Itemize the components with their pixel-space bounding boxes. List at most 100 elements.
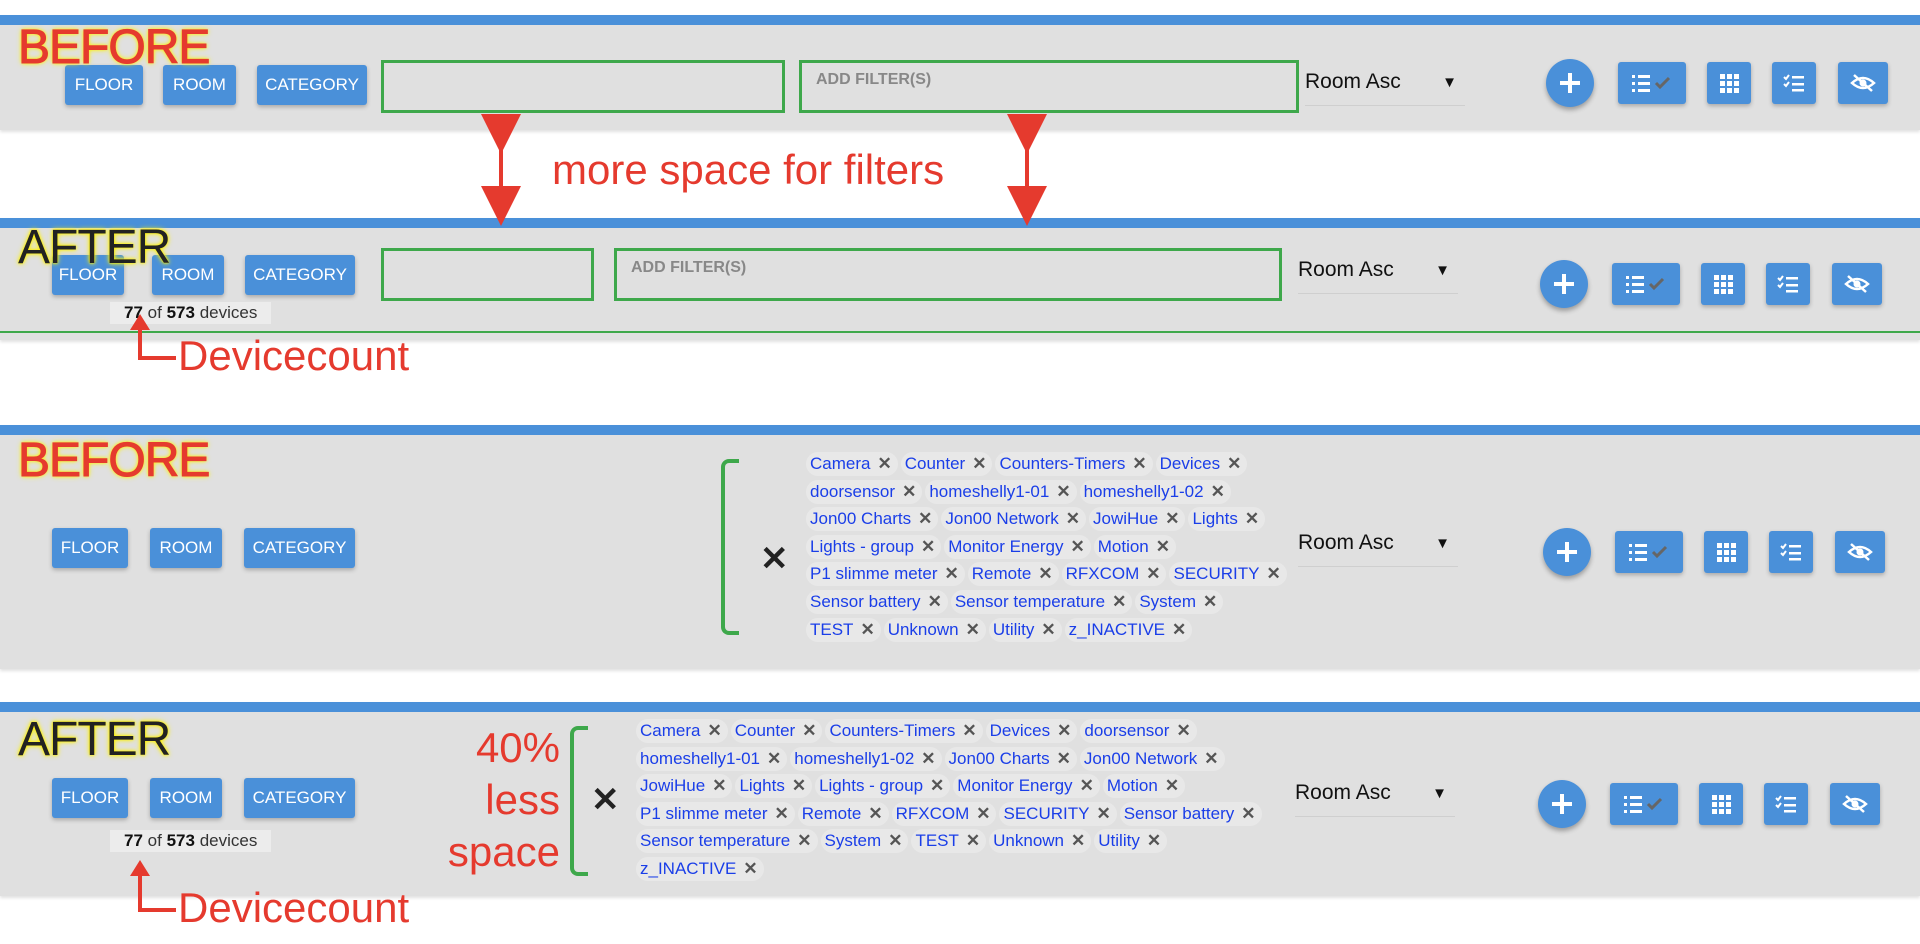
room-button[interactable]: ROOM <box>150 778 222 818</box>
filter-chip[interactable]: P1 slimme meter✕ <box>806 562 965 587</box>
filter-chip[interactable]: Sensor battery✕ <box>806 589 948 614</box>
filter-chip[interactable]: RFXCOM✕ <box>1061 562 1167 587</box>
remove-icon[interactable]: ✕ <box>1146 831 1162 851</box>
remove-icon[interactable]: ✕ <box>944 564 959 584</box>
filter-chip[interactable]: SECURITY✕ <box>1169 562 1287 587</box>
sort-select[interactable]: Room Asc ▼ <box>1298 247 1458 294</box>
filter-chip[interactable]: RFXCOM✕ <box>891 801 997 826</box>
remove-icon[interactable]: ✕ <box>930 776 945 796</box>
list-view-button[interactable] <box>1615 531 1683 573</box>
remove-icon[interactable]: ✕ <box>1172 619 1187 639</box>
add-button[interactable] <box>1540 260 1588 308</box>
remove-icon[interactable]: ✕ <box>1164 776 1180 796</box>
remove-icon[interactable]: ✕ <box>1096 803 1111 823</box>
clear-filters-icon[interactable]: ✕ <box>591 781 620 819</box>
remove-icon[interactable]: ✕ <box>1056 481 1071 501</box>
filter-chip[interactable]: JowiHue✕ <box>1089 507 1186 532</box>
sort-select[interactable]: Room Asc ▼ <box>1298 520 1458 567</box>
remove-icon[interactable]: ✕ <box>1070 536 1085 556</box>
filter-chip[interactable]: P1 slimme meter✕ <box>636 801 795 826</box>
filter-chip[interactable]: Remote✕ <box>967 562 1059 587</box>
filter-chip[interactable]: TEST✕ <box>911 829 987 854</box>
room-button[interactable]: ROOM <box>152 255 224 295</box>
remove-icon[interactable]: ✕ <box>902 481 917 501</box>
remove-icon[interactable]: ✕ <box>1056 748 1071 768</box>
remove-icon[interactable]: ✕ <box>774 803 789 823</box>
remove-icon[interactable]: ✕ <box>712 776 727 796</box>
remove-icon[interactable]: ✕ <box>921 748 936 768</box>
remove-icon[interactable]: ✕ <box>707 721 722 740</box>
remove-icon[interactable]: ✕ <box>743 858 758 878</box>
filter-chip[interactable]: Sensor temperature✕ <box>636 829 818 854</box>
filter-chip[interactable]: Lights - group✕ <box>815 774 951 799</box>
filter-chip[interactable]: Jon00 Network✕ <box>1079 746 1225 771</box>
remove-icon[interactable]: ✕ <box>1266 564 1281 584</box>
filter-chip[interactable]: Lights✕ <box>735 774 813 799</box>
remove-icon[interactable]: ✕ <box>965 831 981 851</box>
filter-chip[interactable]: TEST✕ <box>806 617 881 642</box>
filter-chip[interactable]: Counters-Timers✕ <box>995 452 1153 476</box>
remove-icon[interactable]: ✕ <box>1112 591 1127 611</box>
filter-chip[interactable]: homeshelly1-02✕ <box>790 746 942 771</box>
remove-icon[interactable]: ✕ <box>972 454 987 473</box>
remove-icon[interactable]: ✕ <box>920 536 936 556</box>
remove-icon[interactable]: ✕ <box>767 748 782 768</box>
filter-chip[interactable]: Unknown✕ <box>989 829 1092 854</box>
filter-chip[interactable]: doorsensor✕ <box>1080 719 1197 743</box>
category-button[interactable]: CATEGORY <box>244 778 355 818</box>
filter-chip[interactable]: Monitor Energy✕ <box>953 774 1100 799</box>
filter-chip[interactable]: homeshelly1-02✕ <box>1079 479 1231 504</box>
filter-chip[interactable]: Sensor temperature✕ <box>950 589 1133 614</box>
list-view-button[interactable] <box>1610 783 1678 825</box>
filter-chip[interactable]: Lights✕ <box>1188 507 1266 532</box>
checklist-button[interactable] <box>1772 62 1816 104</box>
add-filter-input[interactable]: ADD FILTER(S) <box>614 248 1282 301</box>
filter-chip[interactable]: SECURITY✕ <box>999 801 1117 826</box>
grid-view-button[interactable] <box>1701 263 1745 305</box>
sort-select[interactable]: Room Asc ▼ <box>1295 770 1455 817</box>
remove-icon[interactable]: ✕ <box>1176 721 1191 740</box>
checklist-button[interactable] <box>1769 531 1813 573</box>
category-button[interactable]: CATEGORY <box>257 65 367 105</box>
filter-chip[interactable]: homeshelly1-01✕ <box>925 479 1077 504</box>
remove-icon[interactable]: ✕ <box>797 831 812 851</box>
remove-icon[interactable]: ✕ <box>1041 619 1056 639</box>
remove-icon[interactable]: ✕ <box>1146 564 1161 584</box>
remove-icon[interactable]: ✕ <box>1244 509 1260 529</box>
remove-icon[interactable]: ✕ <box>791 776 807 796</box>
clear-filters-icon[interactable]: ✕ <box>760 540 789 578</box>
remove-icon[interactable]: ✕ <box>918 509 933 529</box>
filter-chip[interactable]: Counter✕ <box>900 452 993 476</box>
filter-chip[interactable]: Jon00 Charts✕ <box>944 746 1077 771</box>
remove-icon[interactable]: ✕ <box>1165 509 1180 529</box>
category-button[interactable]: CATEGORY <box>245 255 355 295</box>
floor-button[interactable]: FLOOR <box>52 778 128 818</box>
filter-chip[interactable]: doorsensor✕ <box>806 479 923 504</box>
filter-chip[interactable]: Devices✕ <box>1155 452 1248 476</box>
checklist-button[interactable] <box>1766 263 1810 305</box>
grid-view-button[interactable] <box>1707 62 1751 104</box>
remove-icon[interactable]: ✕ <box>868 803 883 823</box>
filter-chip[interactable]: Motion✕ <box>1093 534 1177 559</box>
add-button[interactable] <box>1543 528 1591 576</box>
remove-icon[interactable]: ✕ <box>1079 776 1094 796</box>
list-view-button[interactable] <box>1612 263 1680 305</box>
remove-icon[interactable]: ✕ <box>860 619 875 639</box>
remove-icon[interactable]: ✕ <box>888 831 903 851</box>
filter-chip[interactable]: Monitor Energy✕ <box>944 534 1091 559</box>
remove-icon[interactable]: ✕ <box>927 591 942 611</box>
filter-chip[interactable]: Unknown✕ <box>883 617 986 642</box>
hide-button[interactable] <box>1835 531 1885 573</box>
filter-chip[interactable]: JowiHue✕ <box>636 774 733 799</box>
remove-icon[interactable]: ✕ <box>1203 591 1218 611</box>
remove-icon[interactable]: ✕ <box>1227 454 1242 473</box>
hide-button[interactable] <box>1832 263 1882 305</box>
filter-chip[interactable]: Motion✕ <box>1102 774 1186 799</box>
add-button[interactable] <box>1546 59 1594 107</box>
remove-icon[interactable]: ✕ <box>1210 481 1225 501</box>
filter-chip[interactable]: Counters-Timers✕ <box>825 719 983 743</box>
checklist-button[interactable] <box>1764 783 1808 825</box>
filter-chip[interactable]: Camera✕ <box>806 452 898 476</box>
remove-icon[interactable]: ✕ <box>965 619 980 639</box>
hide-button[interactable] <box>1830 783 1880 825</box>
